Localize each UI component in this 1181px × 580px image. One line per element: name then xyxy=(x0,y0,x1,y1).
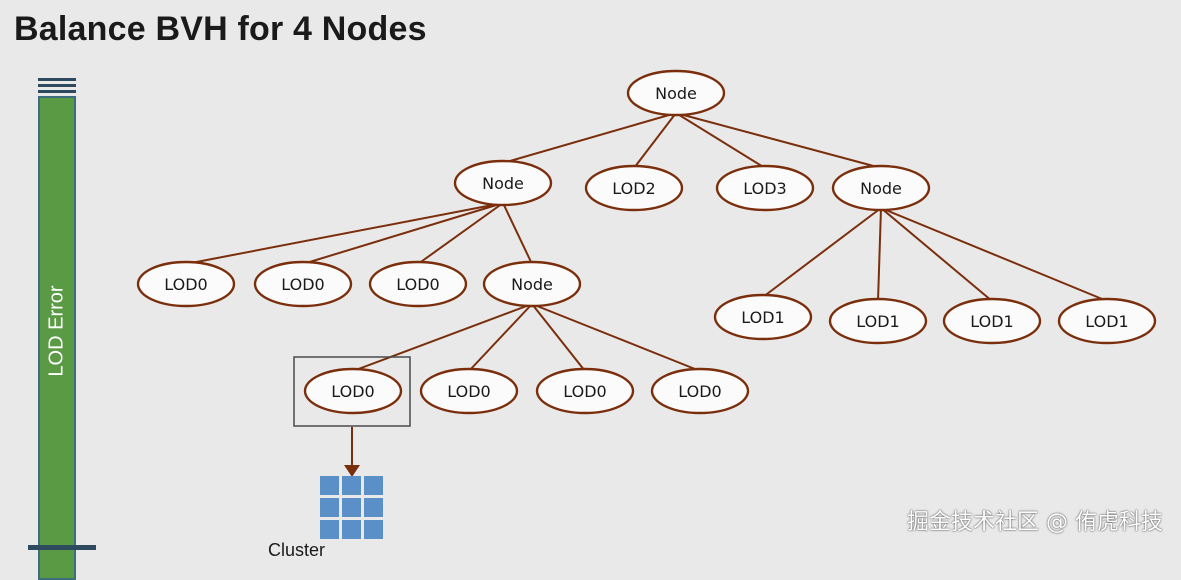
tree-node-label: LOD3 xyxy=(743,179,786,198)
tree-edges xyxy=(185,112,1108,372)
tree-node-c1: LOD1 xyxy=(713,293,813,341)
tree-node-ellipse xyxy=(942,297,1042,345)
tree-node-b4: LOD0 xyxy=(650,367,750,415)
lod-error-bar-fill xyxy=(38,96,76,580)
tree-node-c4: LOD1 xyxy=(1057,297,1157,345)
cluster-cell xyxy=(320,476,339,495)
tree-node-ellipse xyxy=(136,260,236,308)
lod-error-bar xyxy=(38,76,76,580)
tree-node-ellipse xyxy=(584,164,684,212)
tree-node-ellipse xyxy=(715,164,815,212)
cluster-cell xyxy=(342,476,361,495)
tree-node-ellipse xyxy=(1057,297,1157,345)
tree-edge-n3-b2 xyxy=(468,303,533,372)
cluster-label: Cluster xyxy=(268,540,326,560)
tree-node-label: Node xyxy=(655,84,697,103)
cluster-arrow-head xyxy=(344,465,360,477)
tree-node-n2: Node xyxy=(831,164,931,212)
tree-node-c2: LOD1 xyxy=(828,297,928,345)
tree-node-label: LOD2 xyxy=(612,179,655,198)
tree-edge-n1-a2 xyxy=(302,202,504,265)
tree-node-a3: LOD0 xyxy=(368,260,468,308)
tree-node-label: LOD0 xyxy=(396,275,439,294)
tree-node-label: LOD1 xyxy=(1085,312,1128,331)
cluster-cell xyxy=(320,520,339,539)
tree-edge-n1-a3 xyxy=(417,202,504,265)
tree-node-label: LOD0 xyxy=(447,382,490,401)
tree-edge-root-n2 xyxy=(675,112,882,169)
tree-node-label: Node xyxy=(482,174,524,193)
selected-node-frame xyxy=(293,356,411,427)
tree-node-label: LOD1 xyxy=(970,312,1013,331)
cluster-cell xyxy=(364,520,383,539)
tree-node-label: LOD0 xyxy=(164,275,207,294)
tree-edge-root-lod2 xyxy=(633,112,677,169)
tree-node-n3: Node xyxy=(482,260,582,308)
tree-node-label: Node xyxy=(860,179,902,198)
lod-error-bar-base xyxy=(28,545,96,550)
tree-node-lod2: LOD2 xyxy=(584,164,684,212)
tree-node-b1: LOD0 xyxy=(303,367,403,415)
tree-node-label: LOD0 xyxy=(331,382,374,401)
tree-node-lod3: LOD3 xyxy=(715,164,815,212)
cluster-cell xyxy=(364,498,383,517)
tree-node-ellipse xyxy=(535,367,635,415)
tree-node-ellipse xyxy=(831,164,931,212)
bar-cap-stripe xyxy=(38,90,76,93)
tree-node-ellipse xyxy=(626,69,726,117)
tree-node-ellipse xyxy=(253,260,353,308)
tree-node-root: Node xyxy=(626,69,726,117)
tree-node-ellipse xyxy=(828,297,928,345)
tree-node-n1: Node xyxy=(453,159,553,207)
cluster-cell xyxy=(342,520,361,539)
tree-node-ellipse xyxy=(419,367,519,415)
tree-node-b3: LOD0 xyxy=(535,367,635,415)
tree-node-a2: LOD0 xyxy=(253,260,353,308)
tree-node-ellipse xyxy=(368,260,468,308)
tree-edge-root-n1 xyxy=(502,112,677,164)
tree-node-b2: LOD0 xyxy=(419,367,519,415)
tree-edge-n2-c3 xyxy=(880,207,993,302)
tree-node-label: LOD0 xyxy=(678,382,721,401)
tree-node-ellipse xyxy=(713,293,813,341)
tree-node-a1: LOD0 xyxy=(136,260,236,308)
tree-node-ellipse xyxy=(453,159,553,207)
tree-edge-n2-c2 xyxy=(877,207,882,302)
cluster-cell xyxy=(342,498,361,517)
bar-cap-stripe xyxy=(38,84,76,87)
tree-node-label: LOD1 xyxy=(741,308,784,327)
tree-edge-n1-n3 xyxy=(502,202,533,265)
cluster-cell xyxy=(364,476,383,495)
bar-cap-stripe xyxy=(38,78,76,81)
tree-node-ellipse xyxy=(303,367,403,415)
tree-edge-n2-c4 xyxy=(880,207,1108,302)
tree-node-ellipse xyxy=(482,260,582,308)
tree-node-label: Node xyxy=(511,275,553,294)
watermark-text: 掘金技术社区 @ 侑虎科技 xyxy=(907,510,1163,535)
tree-node-label: LOD0 xyxy=(281,275,324,294)
tree-edge-n3-b3 xyxy=(531,303,586,372)
tree-node-label: LOD0 xyxy=(563,382,606,401)
slide-title: Balance BVH for 4 Nodes xyxy=(14,10,427,48)
cluster-cell xyxy=(320,498,339,517)
tree-edge-n3-b4 xyxy=(531,303,701,372)
tree-node-c3: LOD1 xyxy=(942,297,1042,345)
tree-edge-n2-c1 xyxy=(762,207,882,298)
tree-edge-n1-a1 xyxy=(185,202,504,265)
cluster-grid-icon xyxy=(320,476,383,539)
tree-node-ellipse xyxy=(650,367,750,415)
tree-edge-root-lod3 xyxy=(675,112,766,169)
tree-edge-n3-b1 xyxy=(352,303,533,372)
tree-node-label: LOD1 xyxy=(856,312,899,331)
